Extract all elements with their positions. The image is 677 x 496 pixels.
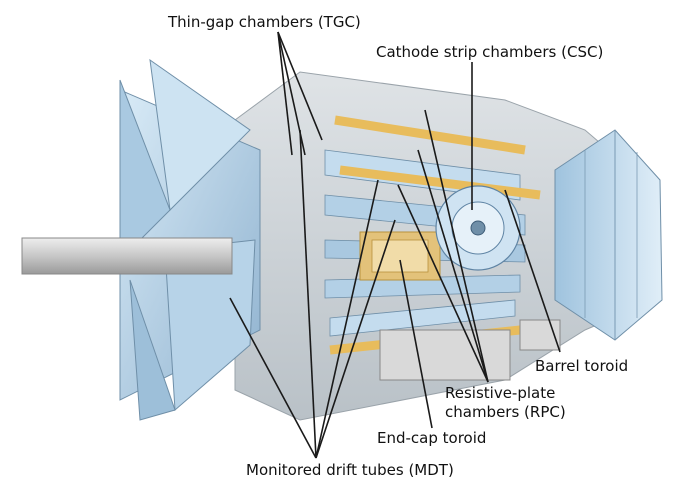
label-rpc-line-2: chambers (RPC): [445, 403, 566, 421]
leader-mdt-1: [229, 297, 317, 459]
beam-pipe: [21, 237, 233, 275]
leader-mdt-4: [315, 219, 396, 459]
leader-rpc-2: [417, 149, 489, 383]
label-thin-gap-chambers: Thin-gap chambers (TGC): [168, 13, 361, 31]
leader-endcap-toroid: [399, 259, 433, 429]
leader-mdt-2: [299, 129, 317, 459]
label-resistive-plate-chambers: Resistive-plate chambers (RPC): [445, 384, 566, 422]
leader-barrel-toroid: [504, 189, 561, 353]
label-barrel-toroid: Barrel toroid: [535, 357, 629, 375]
leader-tgc-3: [277, 31, 323, 141]
endcap-toroid: [359, 231, 441, 281]
label-rpc-line-1: Resistive-plate: [445, 384, 556, 402]
leader-rpc-1: [424, 109, 489, 383]
leader-rpc-3: [397, 184, 489, 383]
leader-lines: [229, 31, 561, 459]
leader-tgc-1: [277, 31, 293, 156]
right-endcap-cone: [554, 129, 663, 341]
support-structure: [379, 319, 561, 381]
leader-mdt-3: [315, 179, 379, 459]
label-monitored-drift-tubes: Monitored drift tubes (MDT): [246, 461, 454, 479]
label-cathode-strip-chambers: Cathode strip chambers (CSC): [376, 43, 604, 61]
label-endcap-toroid: End-cap toroid: [377, 429, 487, 447]
